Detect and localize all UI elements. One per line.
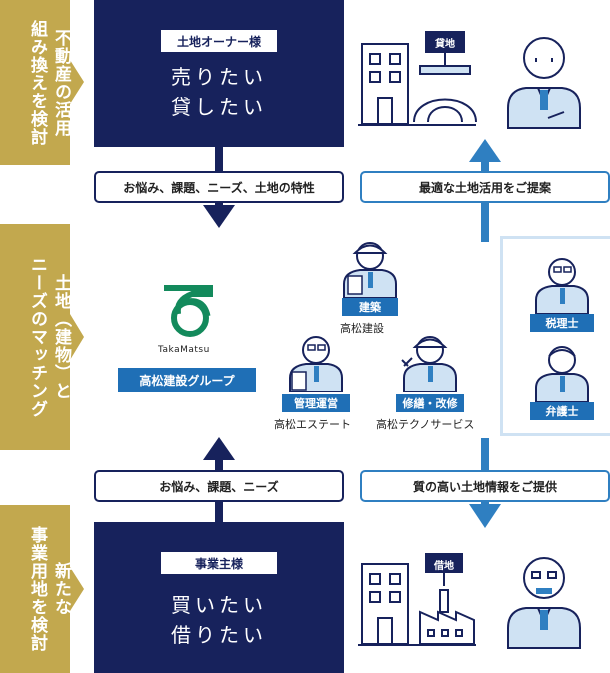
landowner-need-lend: 貸したい <box>171 95 267 119</box>
factory-icon <box>419 589 475 645</box>
arrow-bottom-down-head <box>469 504 501 528</box>
pill-landowner-concerns: お悩み、課題、ニーズ、土地の特性 <box>94 171 344 203</box>
logo-text: TakaMatsu <box>158 345 210 355</box>
management-badge: 管理運営 <box>282 394 350 412</box>
landowner-person-icon <box>507 37 581 129</box>
business-owner-need-buy: 買いたい <box>171 593 267 617</box>
arrow-top-up-head <box>469 139 501 162</box>
side-tab-bottom: 新たな 事業用地を検討 <box>0 505 86 673</box>
business-owner-badge: 事業主様 <box>161 552 277 574</box>
lawyer-badge: 弁護士 <box>530 402 594 420</box>
sign-icon <box>419 31 471 75</box>
side-tab-bottom-line2: 事業用地を検討 <box>27 526 47 652</box>
construction-badge: 建築 <box>342 298 398 316</box>
arrow-bottom-up-head <box>203 437 235 460</box>
side-tab-middle-shape <box>0 224 84 450</box>
construction-caption: 高松建設 <box>340 322 384 335</box>
side-tab-middle: 土地（建物）と ニーズのマッチング <box>0 224 86 450</box>
business-owner-illustration <box>358 553 581 649</box>
sign-icon <box>425 553 463 586</box>
maintenance-badge: 修繕・改修 <box>396 394 464 412</box>
pill-business-concerns: お悩み、課題、ニーズ <box>94 470 344 502</box>
side-tab-bottom-line1: 新たな <box>51 562 71 616</box>
landowner-box: 土地オーナー様 売りたい 貸したい <box>94 0 344 147</box>
sign-bottom-label: 借地 <box>434 561 454 572</box>
tax-accountant-badge: 税理士 <box>530 314 594 332</box>
side-tab-top-shape <box>0 0 84 165</box>
management-caption: 高松エステート <box>274 418 351 431</box>
side-tab-middle-line1: 土地（建物）と <box>51 274 71 400</box>
tax-accountant-icon <box>535 258 589 314</box>
side-tab-top-line1: 不動産の活用 <box>51 28 71 137</box>
side-tab-middle-line2: ニーズのマッチング <box>27 256 47 418</box>
pill-best-proposal: 最適な土地活用をご提案 <box>360 171 610 203</box>
lawyer-icon <box>535 346 589 402</box>
side-tab-bottom-shape <box>0 505 84 673</box>
maintenance-person-icon <box>401 336 457 392</box>
sign-top-label: 貸地 <box>435 39 455 50</box>
group-name-badge: 高松建設グループ <box>118 368 256 392</box>
greenhouse-icon <box>413 98 477 123</box>
business-owner-need-borrow: 借りたい <box>171 623 267 647</box>
business-owner-needs: 買いたい 借りたい <box>94 590 344 650</box>
management-person-icon <box>289 336 343 392</box>
construction-person-icon <box>343 242 397 298</box>
takamatsu-logo-icon <box>164 285 213 337</box>
maintenance-caption: 高松テクノサービス <box>376 418 475 431</box>
pill-land-info: 質の高い土地情報をご提供 <box>360 470 610 502</box>
building-icon <box>361 43 409 125</box>
side-tab-top: 不動産の活用 組み換えを検討 <box>0 0 86 165</box>
business-owner-box: 事業主様 買いたい 借りたい <box>94 522 344 673</box>
building-icon <box>361 563 409 645</box>
landowner-badge: 土地オーナー様 <box>161 30 277 52</box>
arrow-top-down-head <box>203 205 235 228</box>
landowner-need-sell: 売りたい <box>171 65 267 89</box>
landowner-needs: 売りたい 貸したい <box>94 62 344 122</box>
business-person-icon <box>507 557 581 649</box>
side-tab-top-line2: 組み換えを検討 <box>27 19 47 146</box>
landowner-illustration <box>358 31 581 129</box>
